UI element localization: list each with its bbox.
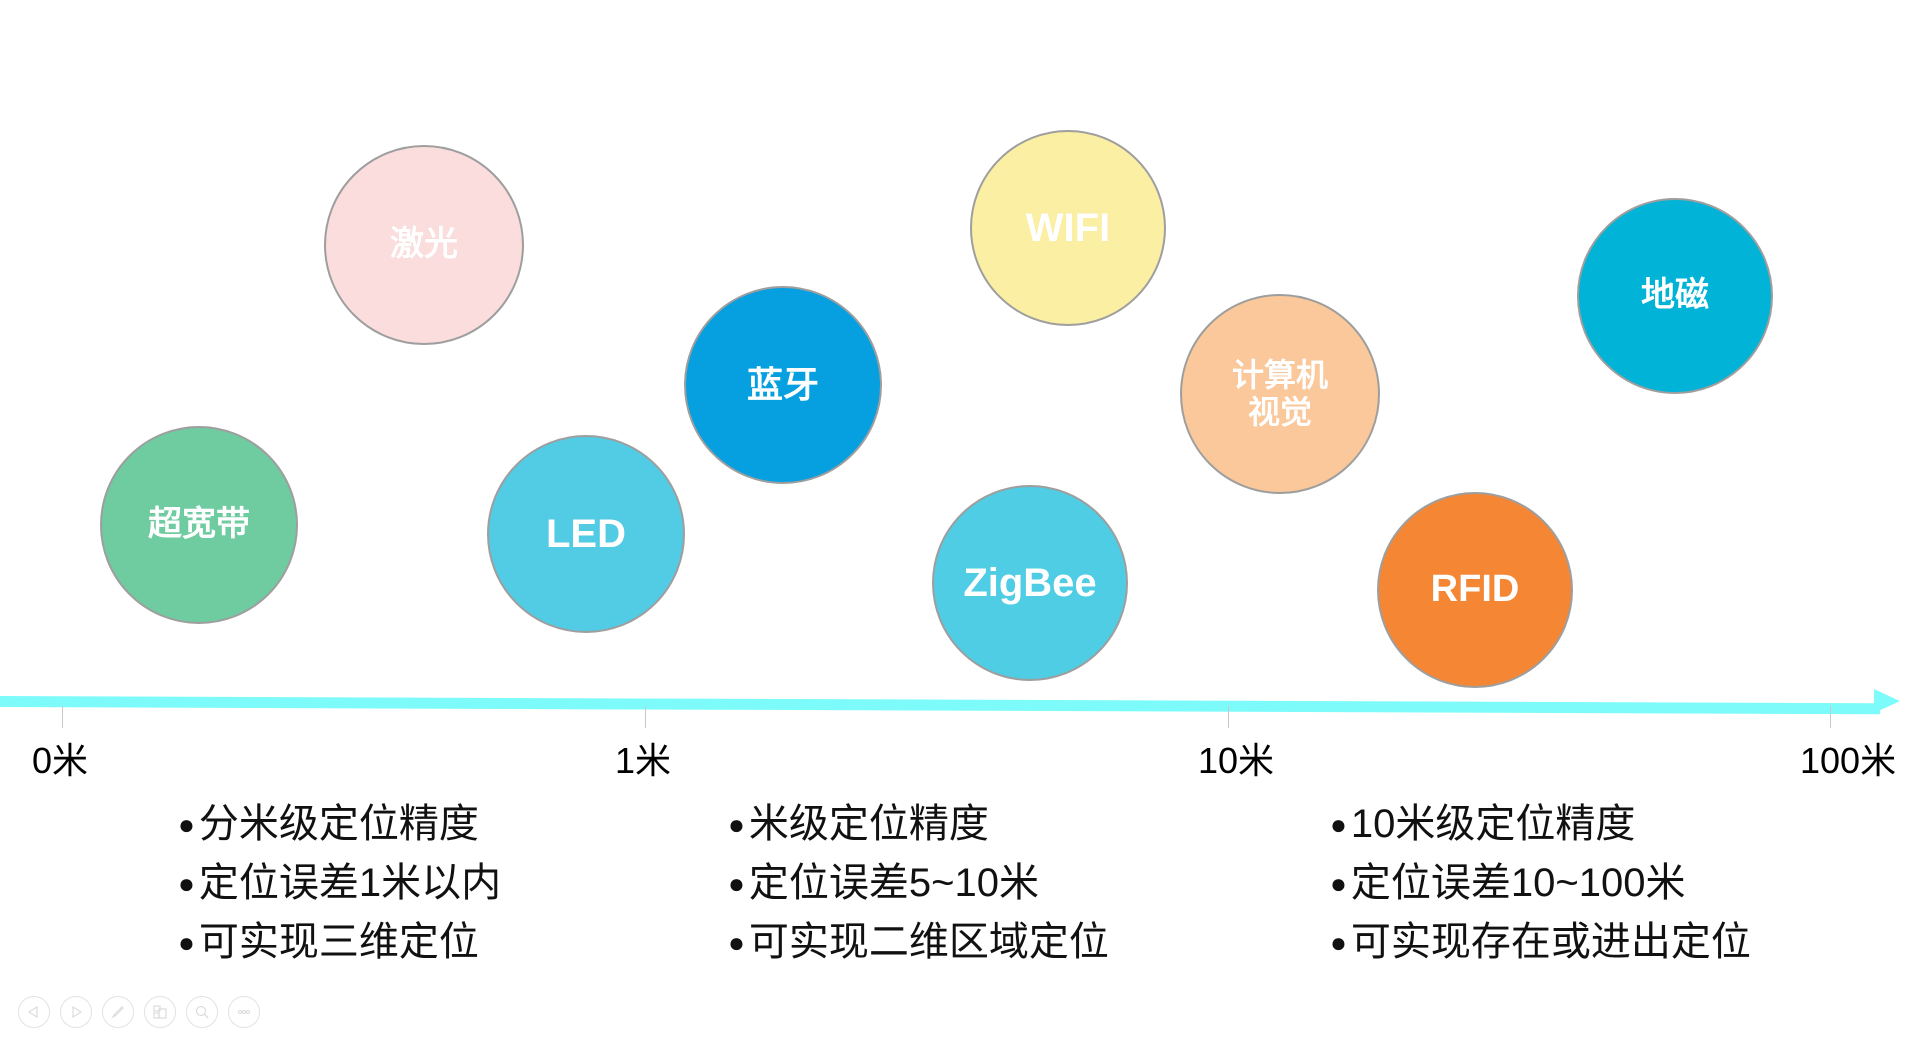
- pen-tool-button[interactable]: [102, 996, 134, 1028]
- annotation-item: ●可实现二维区域定位: [728, 913, 1109, 972]
- annotation-columns: ●分米级定位精度●定位误差1米以内●可实现三维定位●米级定位精度●定位误差5~1…: [0, 795, 1913, 985]
- bullet-dot-icon: ●: [1330, 927, 1347, 959]
- bubble-label: WIFI: [1025, 206, 1111, 250]
- annotation-text: 可实现二维区域定位: [748, 920, 1109, 965]
- axis-tick-label-2: 1米: [615, 740, 672, 781]
- bubble-label: 计算机 视觉: [1231, 357, 1328, 430]
- bubble-label: 激光: [390, 225, 458, 264]
- bubble-7[interactable]: 计算机 视觉: [1180, 294, 1380, 494]
- bubble-2[interactable]: 激光: [324, 145, 524, 345]
- annotation-item: ●可实现存在或进出定位: [1330, 913, 1751, 972]
- axis: 0米 1米 10米 100米: [0, 660, 1913, 781]
- annotation-text: 定位误差10~100米: [1350, 861, 1686, 906]
- bubble-label: 蓝牙: [746, 364, 819, 406]
- bubble-4[interactable]: 蓝牙: [684, 286, 882, 484]
- annotation-text: 定位误差5~10米: [748, 861, 1040, 906]
- bubble-label: LED: [546, 512, 626, 556]
- more-options-button[interactable]: [228, 996, 260, 1028]
- axis-tick-2: [645, 706, 646, 728]
- annotation-column-ten-meter: ●10米级定位精度●定位误差10~100米●可实现存在或进出定位: [1330, 795, 1751, 973]
- triangle-right-icon: [72, 1005, 83, 1019]
- bubble-label: RFID: [1430, 568, 1520, 611]
- annotation-item: ●分米级定位精度: [178, 795, 501, 854]
- axis-line: [0, 696, 1881, 715]
- previous-slide-button[interactable]: [18, 996, 50, 1028]
- axis-tick-label-3: 10米: [1198, 740, 1275, 781]
- axis-tick-4: [1830, 706, 1831, 728]
- annotation-text: 10米级定位精度: [1350, 802, 1636, 846]
- bullet-dot-icon: ●: [178, 927, 195, 959]
- annotation-text: 可实现存在或进出定位: [1350, 920, 1751, 965]
- annotation-column-decimeter: ●分米级定位精度●定位误差1米以内●可实现三维定位: [178, 795, 501, 973]
- pen-icon: [111, 1006, 124, 1019]
- bubble-3[interactable]: LED: [487, 435, 685, 633]
- bubble-1[interactable]: 超宽带: [100, 426, 298, 624]
- ellipsis-icon: [237, 1009, 251, 1015]
- presentation-toolbar[interactable]: [18, 996, 260, 1028]
- bubble-label: 地磁: [1641, 276, 1709, 315]
- annotation-column-meter: ●米级定位精度●定位误差5~10米●可实现二维区域定位: [728, 795, 1109, 973]
- axis-tick-label-4: 100米: [1800, 740, 1897, 781]
- next-slide-button[interactable]: [60, 996, 92, 1028]
- bubble-label: 超宽带: [148, 505, 250, 544]
- bubble-5[interactable]: WIFI: [970, 130, 1166, 326]
- bullet-dot-icon: ●: [1330, 809, 1347, 840]
- slide-overview-button[interactable]: [144, 996, 176, 1028]
- annotation-text: 可实现三维定位: [198, 920, 479, 965]
- bubble-8[interactable]: RFID: [1377, 492, 1573, 688]
- bubble-label: ZigBee: [963, 561, 1097, 605]
- axis-tick-3: [1228, 706, 1229, 728]
- annotation-text: 米级定位精度: [748, 802, 989, 846]
- axis-arrowhead-icon: [1873, 689, 1901, 714]
- bullet-dot-icon: ●: [1330, 868, 1347, 900]
- bubble-6[interactable]: ZigBee: [932, 485, 1128, 681]
- bullet-dot-icon: ●: [728, 868, 745, 900]
- annotation-item: ●定位误差1米以内: [178, 854, 501, 913]
- annotation-item: ●定位误差10~100米: [1330, 854, 1751, 913]
- bullet-dot-icon: ●: [728, 809, 745, 840]
- grid-slides-icon: [153, 1005, 167, 1019]
- zoom-button[interactable]: [186, 996, 218, 1028]
- axis-tick-label-1: 0米: [32, 740, 89, 781]
- annotation-item: ●可实现三维定位: [178, 913, 501, 972]
- magnifier-icon: [195, 1005, 209, 1019]
- annotation-text: 分米级定位精度: [198, 802, 479, 846]
- bullet-dot-icon: ●: [178, 809, 195, 840]
- annotation-item: ●10米级定位精度: [1330, 795, 1751, 854]
- annotation-item: ●米级定位精度: [728, 795, 1109, 854]
- bubble-9[interactable]: 地磁: [1577, 198, 1773, 394]
- axis-tick-1: [62, 706, 63, 728]
- triangle-left-icon: [27, 1005, 38, 1019]
- annotation-text: 定位误差1米以内: [198, 861, 502, 906]
- annotation-item: ●定位误差5~10米: [728, 854, 1109, 913]
- bullet-dot-icon: ●: [728, 927, 745, 959]
- bullet-dot-icon: ●: [178, 868, 195, 900]
